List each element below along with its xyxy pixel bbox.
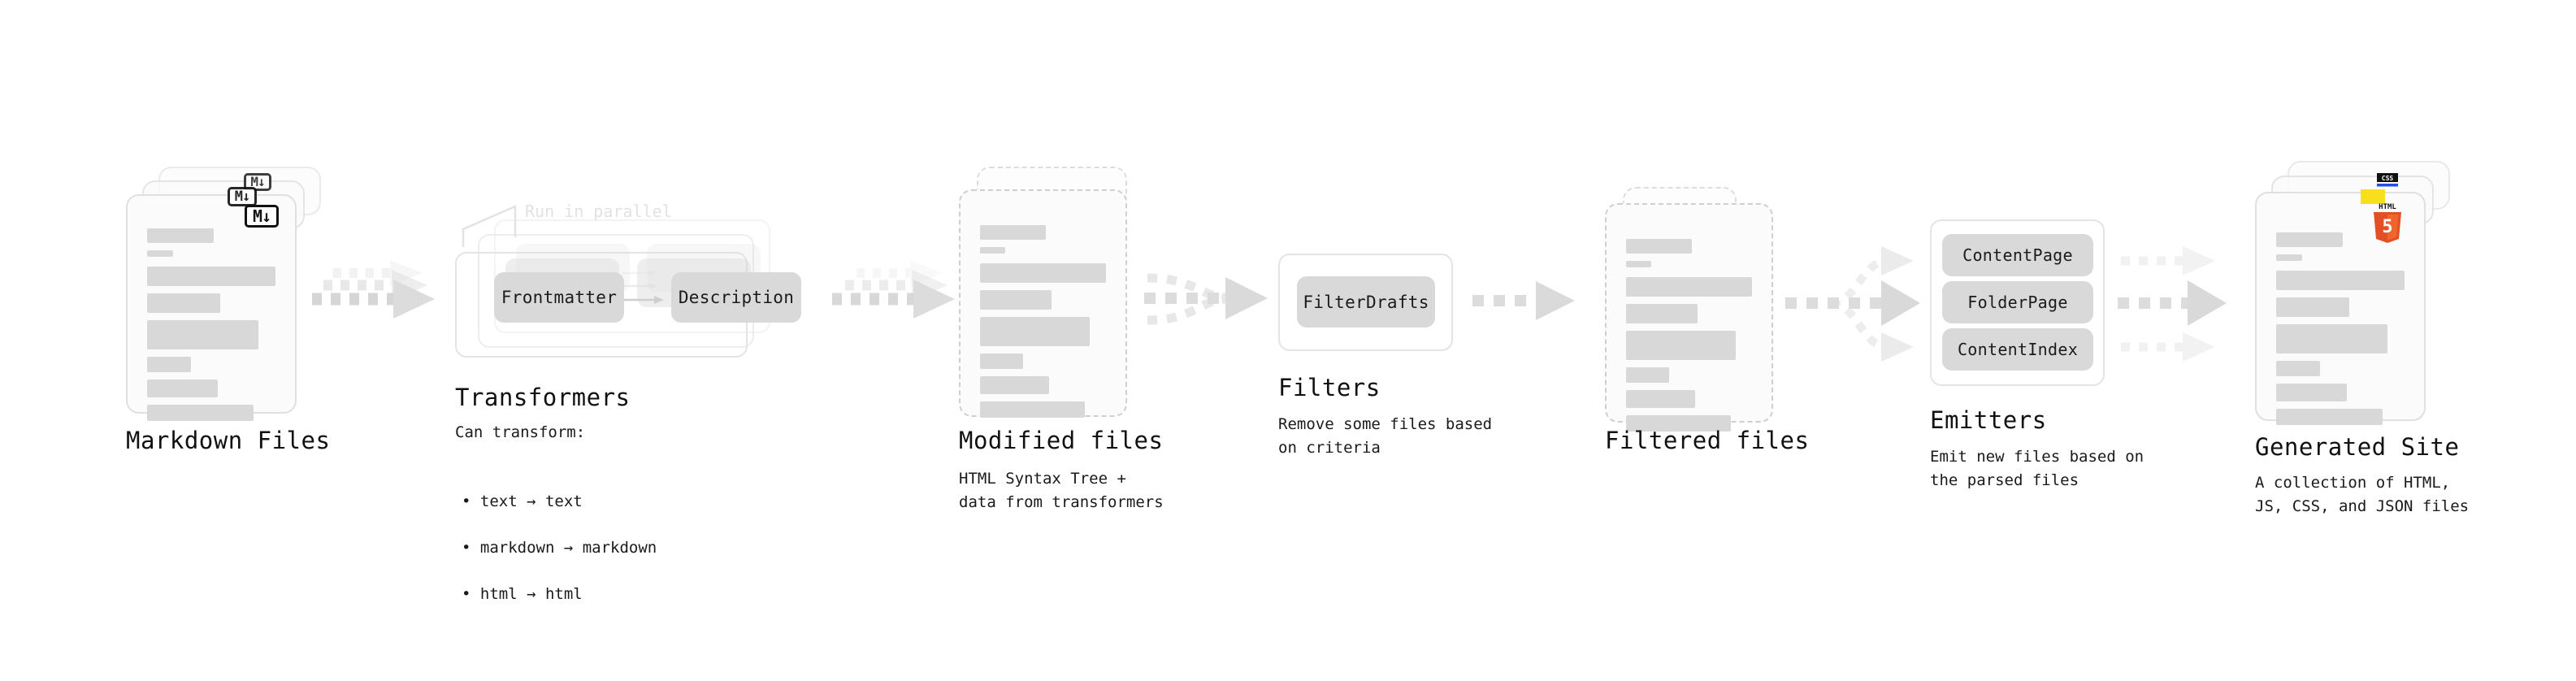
transformers-bullets: text → text markdown → markdown html → h… <box>462 444 657 653</box>
transformers-title: Transformers <box>455 384 631 411</box>
arrow-filters-to-filtered <box>1472 281 1575 320</box>
modified-file-card-front <box>959 189 1127 418</box>
modified-files-title: Modified files <box>959 427 1164 454</box>
arrow-transformers-to-modified <box>832 260 955 319</box>
arrow-modified-to-filters-merge <box>1144 273 1268 325</box>
site-file-content-lines <box>2276 232 2405 432</box>
markdown-icon: M↓ <box>245 205 279 228</box>
filtered-file-card-front <box>1605 203 1773 432</box>
svg-text:HTML: HTML <box>2379 203 2396 211</box>
filters-subtitle: Remove some files based on criteria <box>1278 415 1493 457</box>
markdown-file-content-lines <box>147 228 275 428</box>
filters-title: Filters <box>1278 374 1381 401</box>
svg-text:5: 5 <box>2382 217 2392 237</box>
run-in-parallel-label: Run in parallel <box>525 202 672 221</box>
emitters-chip-contentindex[interactable]: ContentIndex <box>1942 328 2093 371</box>
emitters-subtitle: Emit new files based on the parsed files <box>1930 448 2144 489</box>
css3-icon: CSS <box>2377 173 2398 187</box>
markdown-files-title: Markdown Files <box>126 427 331 454</box>
transformers-bullet-1: markdown → markdown <box>462 536 657 560</box>
arrow-filtered-to-emitters-split <box>1785 246 1920 362</box>
modified-file-content-lines <box>980 225 1106 425</box>
markdown-icon-mid: M↓ <box>228 187 257 206</box>
arrow-emitters-to-site <box>2118 246 2227 362</box>
javascript-icon <box>2361 189 2385 204</box>
generated-site-title: Generated Site <box>2255 433 2460 461</box>
emitters-title: Emitters <box>1930 406 2047 434</box>
filtered-files-title: Filtered files <box>1605 427 1810 454</box>
emitters-chip-folderpage[interactable]: FolderPage <box>1942 281 2093 323</box>
emitters-chip-contentpage[interactable]: ContentPage <box>1942 234 2093 276</box>
arrow-markdown-to-transformers <box>312 260 435 319</box>
markdown-icon-back: M↓ <box>244 173 271 191</box>
transformer-chip-frontmatter[interactable]: Frontmatter <box>494 272 624 323</box>
transformers-subtitle: Can transform: <box>455 423 586 441</box>
transformers-bullet-2: html → html <box>462 583 657 606</box>
html5-icon: HTML 5 <box>2374 203 2401 243</box>
markdown-file-card-front <box>126 194 297 421</box>
transformers-bullet-0: text → text <box>462 490 657 514</box>
site-file-card-html <box>2255 192 2426 425</box>
transformer-inner-arrows <box>620 270 664 304</box>
run-in-parallel-bracket <box>462 205 517 247</box>
generated-site-subtitle: A collection of HTML, JS, CSS, and JSON … <box>2255 474 2470 515</box>
filters-chip-filterdrafts[interactable]: FilterDrafts <box>1297 276 1435 327</box>
svg-text:CSS: CSS <box>2382 175 2394 182</box>
filtered-file-content-lines <box>1626 239 1752 439</box>
transformer-chip-description[interactable]: Description <box>671 272 801 323</box>
modified-files-subtitle: HTML Syntax Tree + data from transformer… <box>959 470 1164 511</box>
